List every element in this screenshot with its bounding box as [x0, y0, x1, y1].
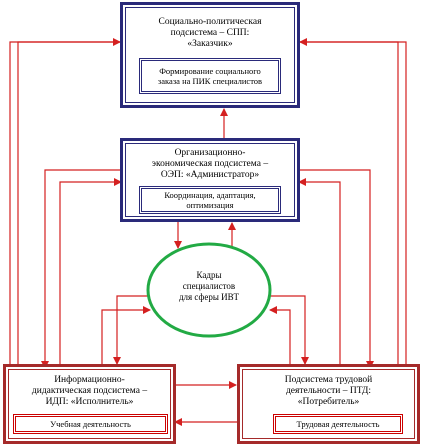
arrow-oep-to-ptd [297, 169, 374, 369]
arrow-ptd-kadry [269, 306, 291, 364]
arrow-spp-left-down [14, 41, 122, 373]
arrow-ptd-to-spp [299, 38, 407, 372]
ptd-title: Подсистема трудовой деятельности – ПТД: … [284, 375, 373, 407]
spp-box: Социально-политическая подсистема – СПП:… [120, 2, 300, 108]
arrow-kadry-to-idp [113, 295, 150, 365]
arrow-kadry-ptd [268, 295, 309, 365]
arrow-oep-to-idp [41, 169, 123, 369]
idp-box: Информационно- дидактическая подсистема … [3, 364, 176, 444]
ptd-subbox: Трудовая деятельность [273, 414, 403, 434]
spp-title: Социально-политическая подсистема – СПП:… [158, 17, 262, 49]
kadry-ellipse [146, 242, 272, 338]
oep-title: Организационно- экономическая подсистема… [151, 148, 269, 180]
ptd-box: Подсистема трудовой деятельности – ПТД: … [237, 364, 420, 444]
oep-subbox: Координация, адаптация, оптимизация [139, 186, 281, 214]
arrow-idp-kadry [101, 306, 151, 364]
spp-subbox: Формирование социального заказа на ПИК с… [139, 58, 281, 94]
idp-title: Информационно- дидактическая подсистема … [31, 375, 148, 407]
arrow-ptd-to-oep [298, 178, 341, 368]
arrow-idp-to-spp [9, 38, 121, 372]
idp-subbox: Учебная деятельность [13, 414, 168, 434]
kadry-label: Кадры специалистов для сферы ИВТ [178, 270, 240, 302]
arrow-spp-right-down [298, 41, 402, 373]
oep-box: Организационно- экономическая подсистема… [120, 138, 300, 222]
arrow-idp-to-oep [59, 178, 122, 368]
